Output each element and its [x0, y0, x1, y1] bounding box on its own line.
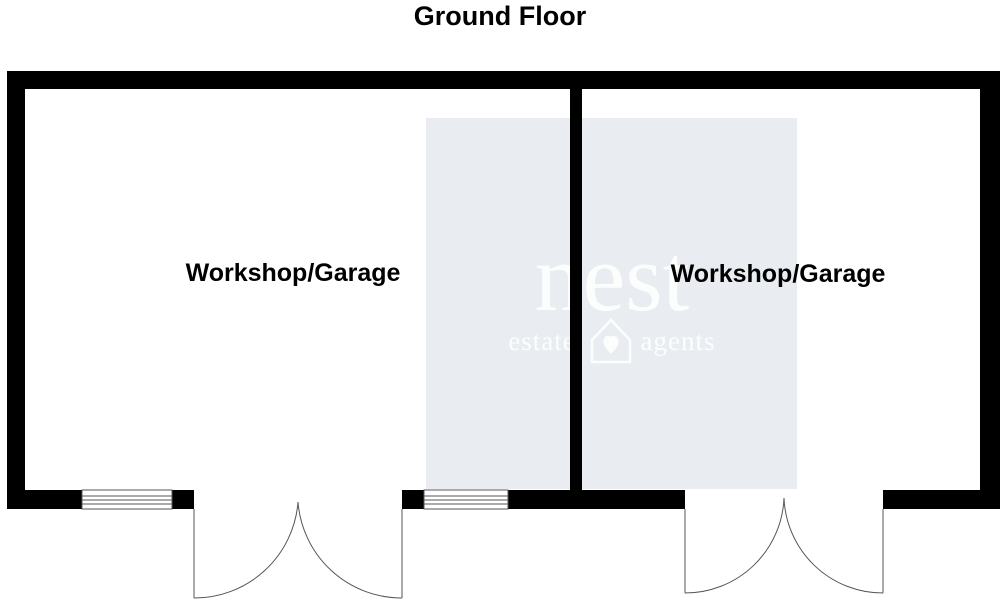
- watermark-right-word: agents: [641, 326, 716, 356]
- double-door-left: [193, 501, 403, 599]
- room-label-left: Workshop/Garage: [186, 259, 401, 287]
- watermark-logo: nest estate agents: [508, 224, 716, 364]
- watermark-brand: nest: [535, 224, 690, 331]
- partition-wall: [570, 71, 582, 509]
- house-heart-icon: [590, 318, 632, 364]
- floor-title: Ground Floor: [414, 1, 587, 31]
- watermark-panel: [426, 118, 797, 489]
- double-door-right: [684, 497, 884, 594]
- window-left: [81, 489, 173, 510]
- watermark-left-word: estate: [508, 326, 575, 356]
- window-middle: [423, 489, 509, 510]
- bottom-wall-segment: [402, 490, 424, 509]
- bottom-wall-segment: [7, 490, 82, 509]
- left-wall: [7, 71, 25, 509]
- walls: [7, 71, 1000, 509]
- bottom-wall-segment: [883, 490, 1000, 509]
- right-wall: [980, 71, 1000, 509]
- top-wall: [7, 71, 1000, 89]
- room-label-right: Workshop/Garage: [671, 260, 886, 288]
- bottom-wall-segment: [508, 490, 685, 509]
- bottom-wall-segment: [172, 490, 194, 509]
